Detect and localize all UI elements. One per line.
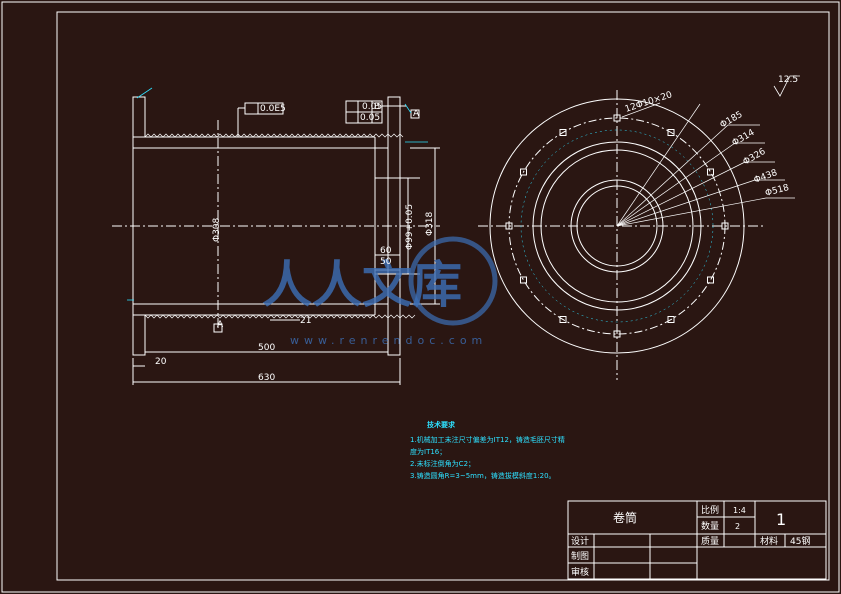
bolt-hole (559, 129, 567, 136)
bolt-hole (707, 168, 714, 176)
dim-630: 630 (258, 373, 275, 383)
roughness-symbol (773, 75, 800, 97)
draw-label: 制图 (571, 550, 589, 562)
tech-req-line4: 3.铸造圆角R=3~5mm，铸造拔模斜度1:20。 (410, 471, 556, 480)
end-view (478, 90, 765, 380)
tol-position-value: 0.0E5 (260, 104, 286, 114)
datum-a-marker: A (217, 320, 224, 330)
qty-label: 数量 (701, 520, 719, 532)
bolt-hole (667, 129, 675, 136)
bolt-hole (613, 114, 621, 122)
dim-500: 500 (258, 343, 275, 353)
roughness-value: 12.5 (778, 75, 798, 85)
bolt-hole (707, 276, 714, 284)
hole-pattern-label: 12Φ10×20 (624, 90, 674, 115)
dim-phi-318: Φ318 (425, 211, 435, 236)
dim-phi-518: Φ518 (764, 183, 790, 199)
watermark: 人人文库 www.renrendoc.com (262, 236, 498, 347)
scale-value: 1:4 (733, 506, 746, 515)
dim-phi-bore: Φ99+0.05 (405, 204, 415, 250)
bolt-holes (505, 114, 729, 338)
dim-21: 21 (300, 316, 311, 326)
bolt-hole (505, 222, 513, 230)
material-label: 材料 (760, 535, 778, 547)
dim-60: 60 (380, 246, 392, 256)
dim-phi-308: Φ308 (212, 217, 222, 242)
design-label: 设计 (571, 535, 589, 547)
sheet-number: 1 (776, 510, 786, 529)
tol-datum-b: B (374, 102, 380, 112)
datum-a-label: A (413, 109, 420, 119)
tech-req-line3: 2.未标注倒角为C2； (410, 459, 475, 468)
qty-value: 2 (735, 522, 740, 531)
watermark-title: 人人文库 (262, 256, 462, 314)
bolt-hole (520, 168, 527, 176)
dim-phi-185: Φ185 (719, 110, 745, 131)
bolt-hole (520, 276, 527, 284)
dim-phi-438: Φ438 (753, 168, 779, 186)
inner-frame (56, 11, 830, 581)
mass-label: 质量 (701, 535, 719, 547)
leader-lines (127, 87, 428, 301)
review-label: 审核 (571, 566, 589, 578)
dim-phi-314: Φ314 (731, 128, 757, 149)
tech-req-line1: 1.机械加工未注尺寸偏差为IT12，铸造毛胚尺寸精 (410, 435, 565, 444)
dim-phi-326: Φ326 (742, 147, 768, 168)
scale-label: 比例 (701, 504, 719, 516)
material-value: 45钢 (790, 535, 810, 547)
bolt-hole (721, 222, 729, 230)
bolt-hole (613, 330, 621, 338)
bolt-hole (667, 316, 675, 323)
part-name: 卷筒 (613, 510, 637, 525)
tol-perp-value: 0.05 (362, 102, 382, 112)
watermark-url: www.renrendoc.com (290, 334, 487, 347)
dim-50: 50 (380, 257, 392, 267)
diameter-leaders (616, 102, 795, 227)
watermark-ring (408, 236, 498, 326)
tol-parallel-value: 0.05 (360, 113, 380, 123)
section-view (112, 96, 440, 385)
tech-req-line2: 度为IT16； (410, 447, 446, 456)
title-block (567, 500, 827, 580)
bolt-hole (559, 316, 567, 323)
dim-20: 20 (155, 357, 167, 367)
tech-req-title: 技术要求 (427, 420, 456, 429)
